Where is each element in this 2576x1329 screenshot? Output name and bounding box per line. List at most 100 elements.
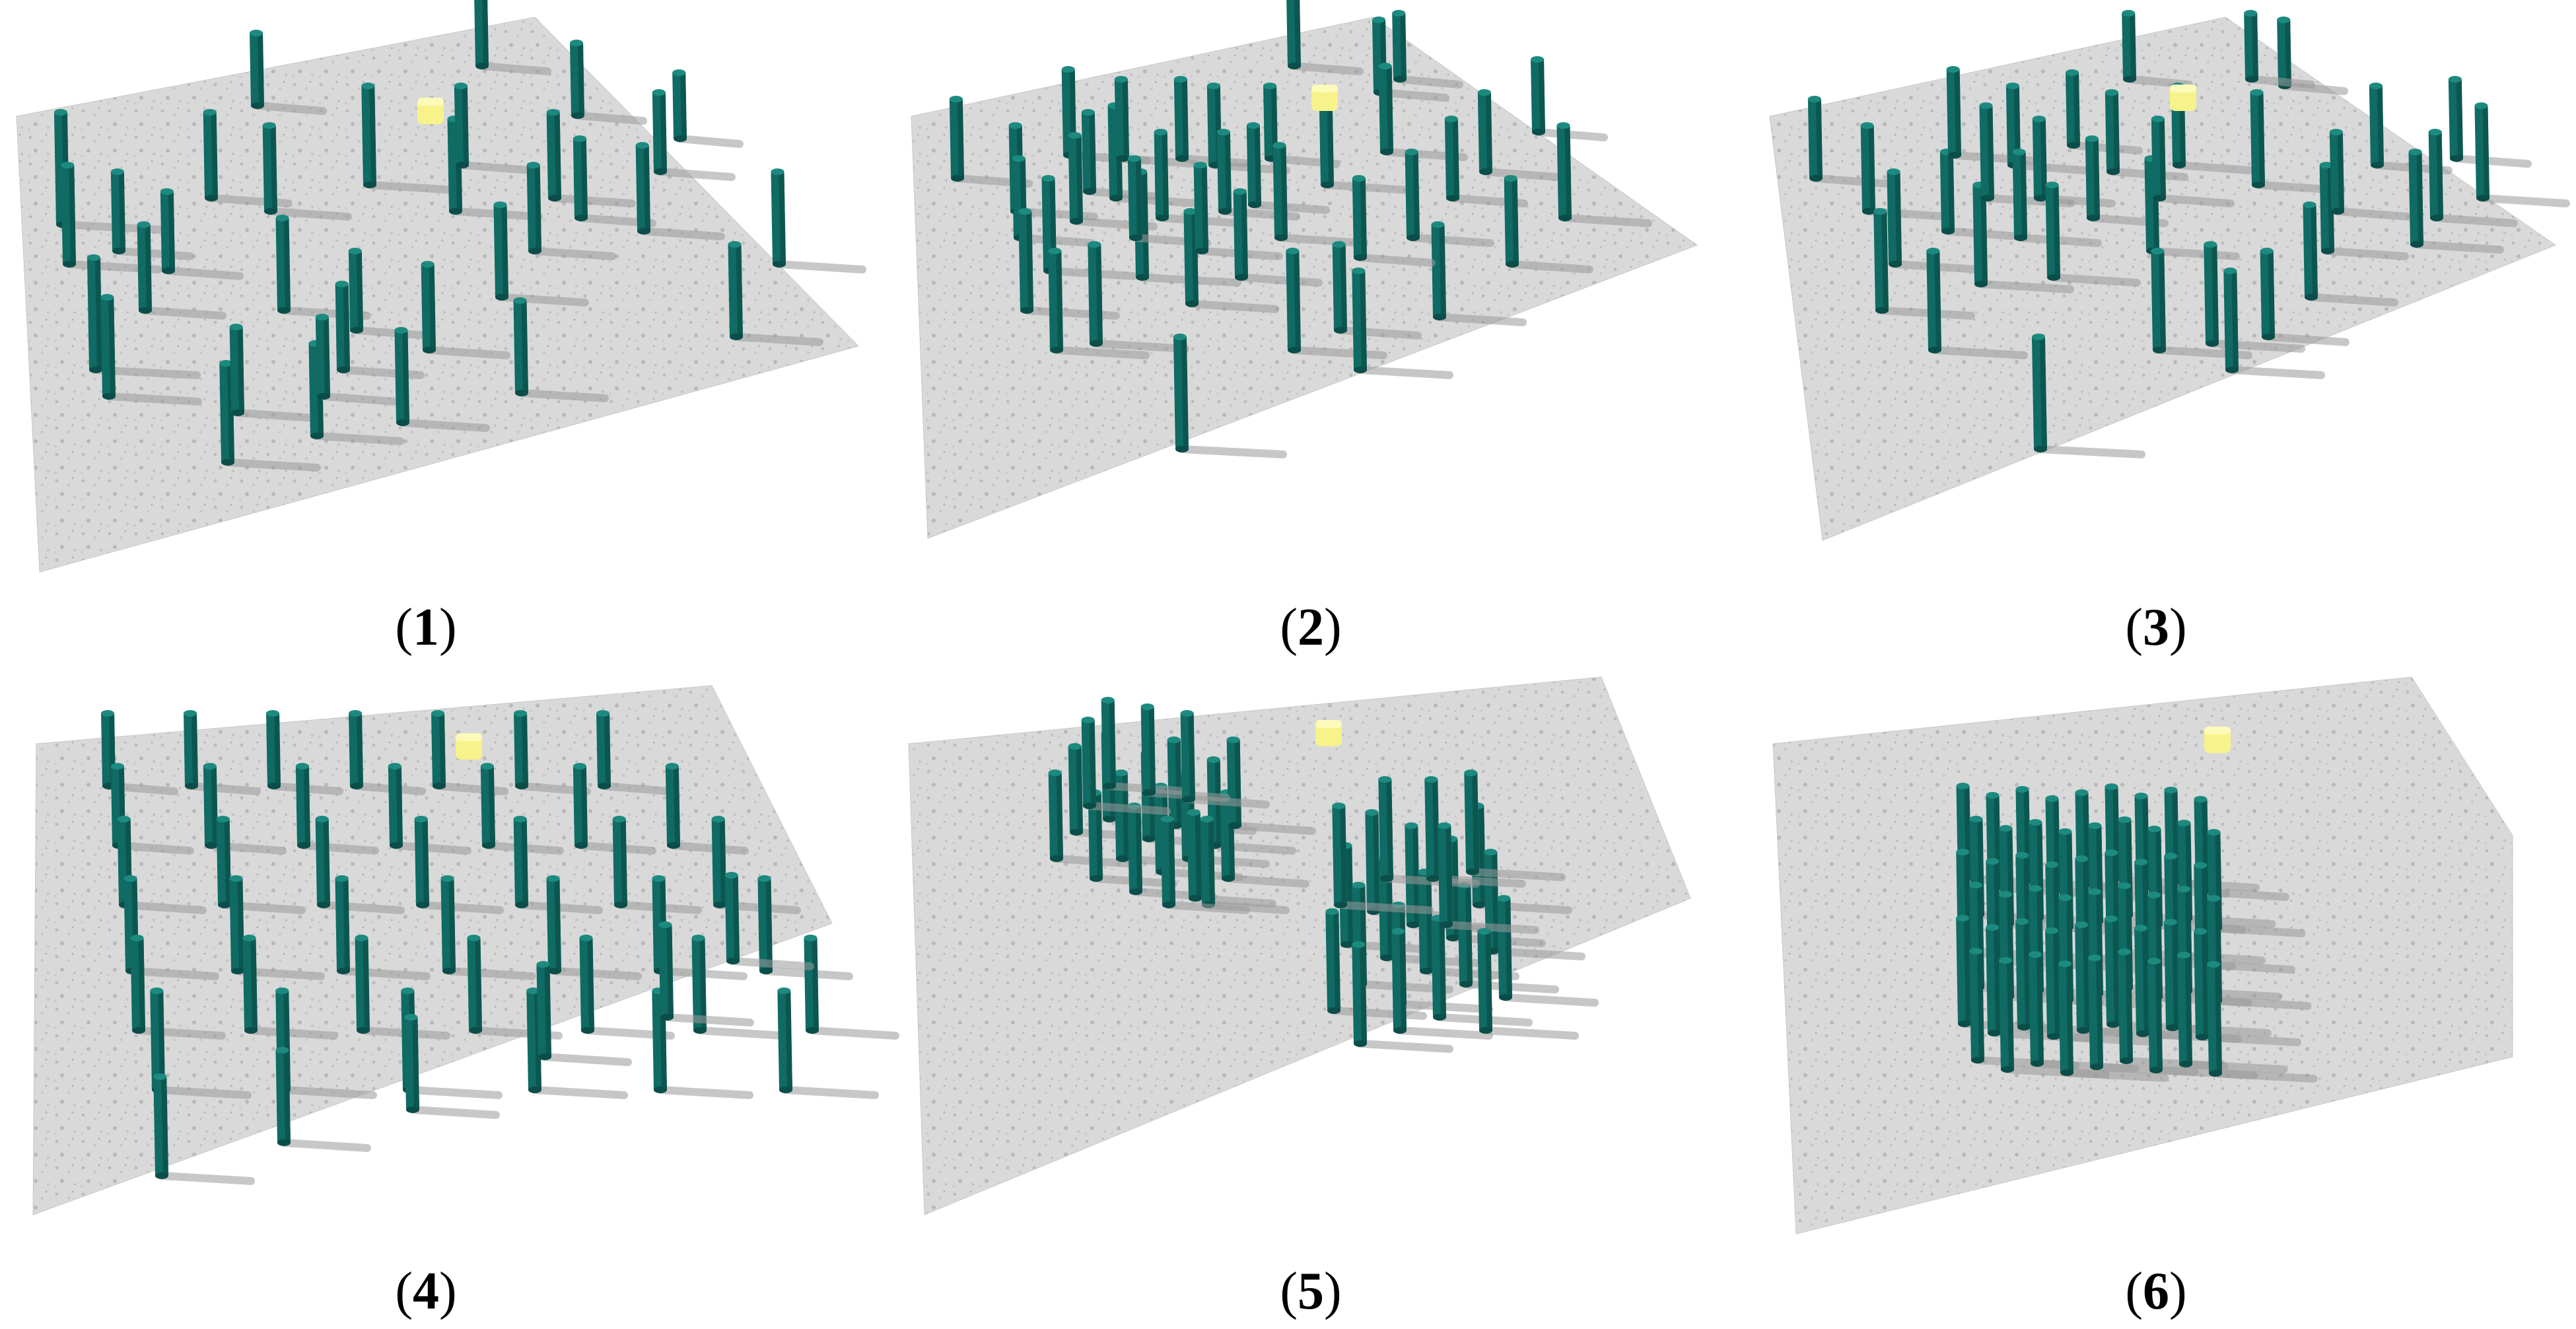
obstacle-p4-16 <box>315 816 405 914</box>
obstacle-p2-33 <box>1431 221 1527 326</box>
obstacle-p3-31 <box>2408 149 2504 254</box>
obstacle-p4-30 <box>355 935 450 1040</box>
obstacle-p3-35 <box>2244 10 2315 89</box>
obstacle-p4-43 <box>404 1014 500 1119</box>
target-cube-p6 <box>2204 727 2231 753</box>
obstacle-p4-14 <box>117 816 207 914</box>
obstacle-p2-23 <box>1272 142 1368 247</box>
obstacle-p4-18 <box>513 816 603 914</box>
obstacle-p4-13 <box>665 763 749 855</box>
obstacle-p4-44 <box>536 961 632 1066</box>
obstacle-p3-5 <box>1939 149 2023 240</box>
obstacle-p5-13 <box>1226 736 1316 835</box>
obstacle-p3-12 <box>2045 182 2141 287</box>
obstacle-p6-48 <box>2058 960 2169 1082</box>
obstacle-p3-2 <box>1873 208 1975 320</box>
obstacle-p5-36 <box>1464 770 1566 881</box>
obstacle-p4-20 <box>711 816 801 914</box>
obstacle-p1-4 <box>110 168 194 260</box>
obstacle-p5-40 <box>1352 941 1453 1053</box>
obstacle-p1-22 <box>474 0 551 75</box>
obstacle-p1-18 <box>394 327 490 432</box>
panel-number-1: 1 <box>413 598 439 657</box>
obstacle-p4-25 <box>546 875 642 980</box>
obstacle-p5-10 <box>1187 809 1276 908</box>
obstacle-p4-17 <box>414 816 504 914</box>
obstacle-p1-5 <box>137 221 226 320</box>
obstacle-p4-3 <box>349 710 426 795</box>
obstacle-p5-38 <box>1438 822 1539 934</box>
obstacle-p1-3 <box>100 294 202 406</box>
obstacle-p2-27 <box>1319 89 1414 194</box>
panel-number-2: 2 <box>1298 598 1324 657</box>
obstacle-p2-9 <box>1088 241 1189 353</box>
obstacle-p3-25 <box>2260 248 2350 346</box>
panel-caption-4: (4) <box>395 1262 457 1320</box>
obstacle-p2-24 <box>1286 0 1364 75</box>
target-cube-p4 <box>456 733 482 760</box>
obstacle-p5-18 <box>1200 816 1290 914</box>
obstacle-p2-8 <box>1081 109 1165 201</box>
obstacle-p6-53 <box>2207 961 2318 1083</box>
obstacle-p1-16 <box>361 83 463 194</box>
obstacle-p3-27 <box>2303 201 2398 306</box>
target-cube-p5 <box>1315 720 1342 746</box>
floor-panel-4 <box>32 685 833 1215</box>
obstacle-p3-23 <box>2223 268 2325 379</box>
obstacle-p4-1 <box>184 710 261 795</box>
obstacle-p1-17 <box>348 248 432 340</box>
obstacle-p6-34 <box>2177 886 2282 1001</box>
obstacle-p3-1 <box>1860 122 1950 221</box>
obstacle-p3-28 <box>2319 162 2409 260</box>
obstacle-p1-9 <box>229 324 319 422</box>
obstacle-p1-32 <box>728 241 823 346</box>
obstacle-p3-8 <box>1979 102 2075 207</box>
obstacle-p3-4 <box>1926 248 2028 359</box>
panel-caption-2: (2) <box>1280 598 1342 657</box>
obstacle-p3-34 <box>2474 102 2570 207</box>
obstacle-p1-25 <box>526 162 616 260</box>
obstacle-p1-21 <box>454 83 538 174</box>
obstacle-p5-16 <box>1180 710 1270 808</box>
obstacle-p2-26 <box>1286 248 1387 359</box>
obstacle-p2-38 <box>1556 122 1652 227</box>
obstacle-p3-11 <box>2032 116 2116 207</box>
obstacle-p6-35 <box>2207 895 2312 1010</box>
panel-number-3: 3 <box>2143 598 2169 657</box>
obstacle-p3-21 <box>2031 334 2145 458</box>
obstacle-p1-33 <box>771 168 866 273</box>
panel-caption-6: (6) <box>2125 1262 2187 1320</box>
obstacle-p5-39 <box>1391 928 1493 1040</box>
obstacle-p4-40 <box>777 988 879 1099</box>
obstacle-p2-21 <box>1246 122 1330 214</box>
obstacle-p4-34 <box>804 935 899 1040</box>
obstacle-p2-25 <box>1173 334 1287 458</box>
obstacle-p4-42 <box>275 1047 371 1152</box>
obstacle-p5-37 <box>1332 803 1434 914</box>
obstacle-p4-15 <box>216 816 306 914</box>
obstacle-p4-46 <box>724 872 814 970</box>
obstacle-p1-19 <box>421 261 510 359</box>
obstacle-p4-41 <box>153 1073 255 1185</box>
obstacle-p1-10 <box>250 30 327 115</box>
obstacle-p6-51 <box>2147 958 2258 1079</box>
target-cube-p3 <box>2170 85 2196 111</box>
obstacle-p6-16 <box>2177 820 2276 928</box>
obstacle-p1-27 <box>570 40 647 125</box>
obstacle-p4-28 <box>130 935 226 1040</box>
obstacle-p3-33 <box>2448 76 2532 168</box>
obstacle-p6-17 <box>2207 829 2306 937</box>
obstacle-p1-14 <box>315 314 399 406</box>
obstacle-p3-32 <box>2428 129 2518 227</box>
obstacle-p4-45 <box>658 921 754 1026</box>
obstacle-p3-22 <box>2204 241 2305 353</box>
obstacle-p4-23 <box>335 875 431 980</box>
obstacle-p1-30 <box>652 89 736 181</box>
obstacle-p5-33 <box>1497 895 1599 1007</box>
obstacle-p2-40 <box>1392 10 1463 89</box>
panel-number-6: 6 <box>2143 1262 2169 1320</box>
obstacle-p1-29 <box>635 142 725 240</box>
obstacle-p2-7 <box>1068 132 1158 231</box>
